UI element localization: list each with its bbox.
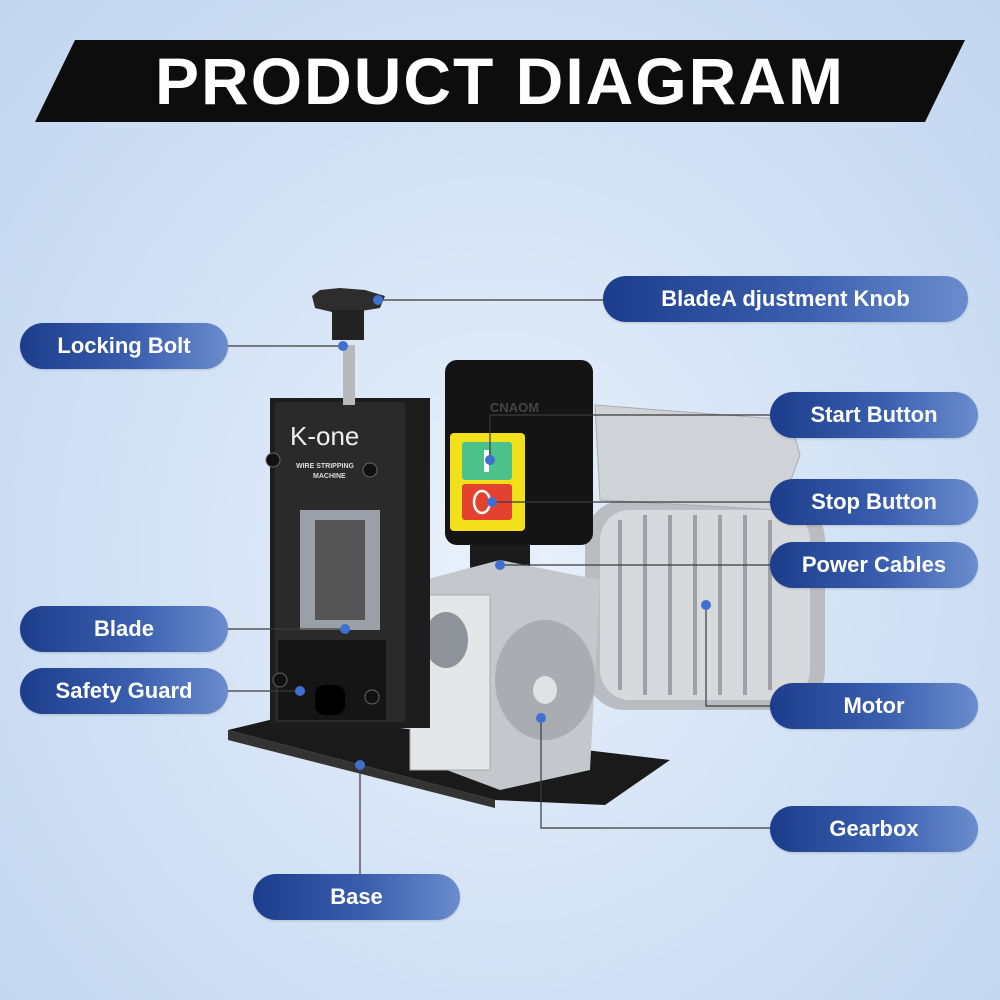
svg-text:WIRE STRIPPING: WIRE STRIPPING (296, 463, 355, 470)
svg-text:MACHINE: MACHINE (313, 473, 346, 480)
label-blade-adjustment-knob: BladeA djustment Knob (603, 276, 968, 322)
label-safety-guard: Safety Guard (20, 668, 228, 714)
dot-power (495, 560, 505, 570)
knob-shape (312, 288, 385, 312)
leader-motor (705, 605, 770, 707)
label-stop-button: Stop Button (770, 479, 978, 525)
switch-box: CNAOM (445, 360, 593, 580)
switch-brand: CNAOM (490, 400, 539, 415)
dot-start (485, 455, 495, 465)
page-title: PRODUCT DIAGRAM (155, 44, 845, 118)
label-gearbox: Gearbox (770, 806, 978, 852)
dot-stop (487, 497, 497, 507)
dot-blade (340, 624, 350, 634)
dot-knob (373, 295, 383, 305)
dot-base (355, 760, 365, 770)
dot-motor (701, 600, 711, 610)
gearbox-body (405, 560, 600, 790)
dot-gearbox (536, 713, 546, 723)
label-motor: Motor (770, 683, 978, 729)
callout-dots (295, 295, 711, 770)
dot-locking-bolt (338, 341, 348, 351)
label-locking-bolt: Locking Bolt (20, 323, 228, 369)
label-blade: Blade (20, 606, 228, 652)
label-start-button: Start Button (770, 392, 978, 438)
stripper-head: K-one WIRE STRIPPING MACHINE (265, 398, 430, 728)
dot-guard (295, 686, 305, 696)
leader-lines (228, 299, 770, 874)
label-power-cables: Power Cables (770, 542, 978, 588)
locking-bolt-shape (343, 345, 355, 405)
leader-gearbox (540, 718, 770, 829)
leader-start (489, 414, 770, 460)
label-base: Base (253, 874, 460, 920)
brand-logo: K-one (290, 421, 359, 451)
title-banner (35, 40, 965, 122)
